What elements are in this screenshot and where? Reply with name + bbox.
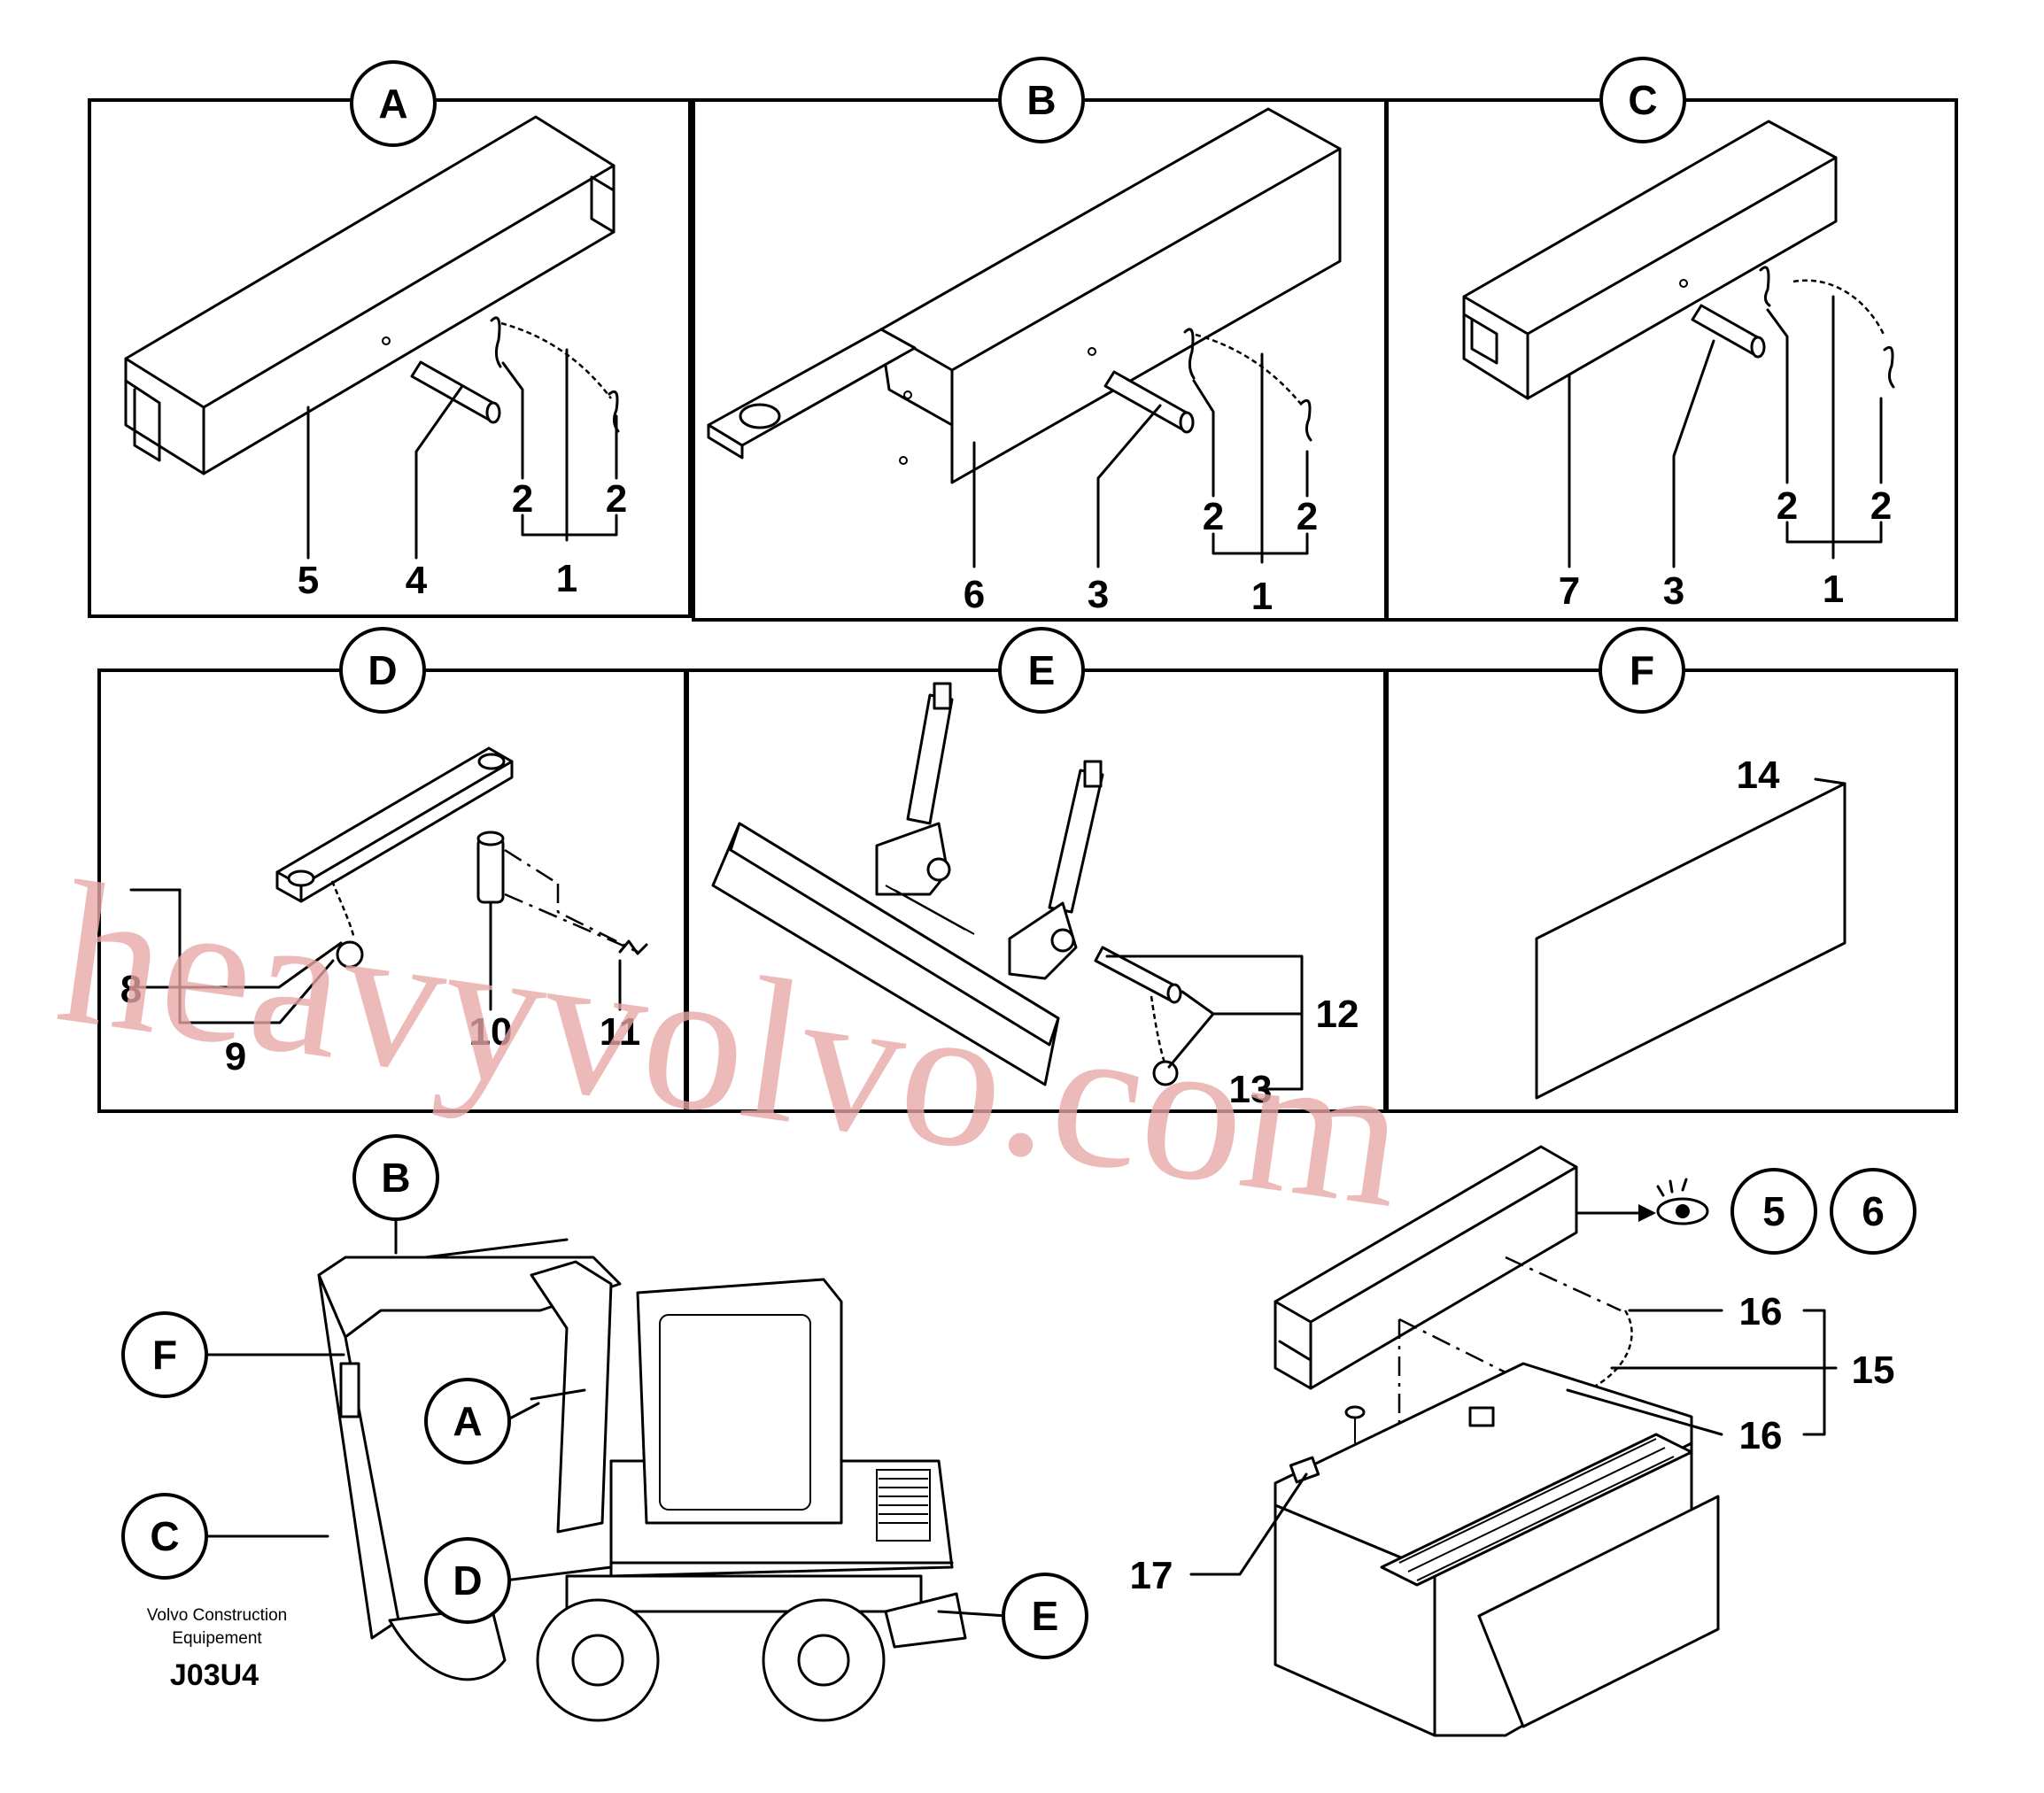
part-number-8: 8 — [120, 968, 142, 1011]
part-number-10: 10 — [469, 1010, 513, 1054]
part-number-4: 4 — [406, 559, 428, 602]
part-number-3: 3 — [1088, 573, 1109, 616]
part-number-2: 2 — [1870, 484, 1892, 528]
overview-callout-c: C — [150, 1513, 179, 1559]
panel-label-d: D — [368, 647, 397, 693]
panel-label-c: C — [1628, 77, 1657, 123]
overview-callout-e: E — [1032, 1593, 1059, 1639]
part-number-9: 9 — [225, 1035, 246, 1078]
panel-label-f: F — [1630, 647, 1654, 693]
detail-callout-6: 6 — [1862, 1188, 1885, 1234]
credit-line-2: Equipement — [172, 1629, 262, 1648]
part-number-16: 16 — [1739, 1290, 1783, 1333]
panel-d: 8 9 10 11 D — [97, 627, 687, 1113]
drawing-code: J03U4 — [170, 1658, 259, 1692]
panel-b: 6 3 2 2 1 B — [692, 57, 1388, 622]
part-number-2: 2 — [512, 477, 533, 521]
excavator-overview: B F A C D E Volvo Construction Equipemen… — [121, 1134, 1088, 1722]
part-number-2: 2 — [1203, 495, 1224, 538]
part-number-5: 5 — [298, 559, 319, 602]
part-number-2: 2 — [1777, 484, 1798, 528]
part-number-6: 6 — [964, 573, 985, 616]
overview-callout-a: A — [453, 1398, 482, 1444]
part-number-16: 16 — [1739, 1414, 1783, 1457]
storage-detail: 5 6 16 15 16 17 — [1130, 1145, 1916, 1737]
overview-callout-d: D — [453, 1557, 482, 1604]
part-number-2: 2 — [606, 477, 627, 521]
part-number-1: 1 — [1823, 568, 1844, 611]
part-number-15: 15 — [1852, 1349, 1895, 1392]
panel-label-e: E — [1028, 647, 1056, 693]
part-number-17: 17 — [1130, 1554, 1173, 1597]
part-number-1: 1 — [1251, 575, 1273, 618]
part-number-14: 14 — [1737, 754, 1780, 797]
panel-label-a: A — [378, 81, 407, 127]
panel-label-b: B — [1026, 77, 1056, 123]
part-number-1: 1 — [556, 557, 577, 600]
part-number-3: 3 — [1663, 569, 1684, 613]
overview-callout-b: B — [381, 1155, 410, 1201]
panel-c: 7 3 2 2 1 C — [1385, 57, 1958, 622]
panel-f: 14 F — [1385, 627, 1958, 1113]
part-number-13: 13 — [1229, 1068, 1273, 1111]
panel-e: 12 13 E — [685, 627, 1387, 1113]
watermark: heavyvolvo.com — [47, 839, 1417, 1250]
part-number-12: 12 — [1316, 993, 1359, 1036]
panel-a: 5 4 2 2 1 A — [88, 60, 692, 618]
overview-callout-f: F — [152, 1332, 177, 1378]
part-number-2: 2 — [1297, 495, 1318, 538]
part-number-7: 7 — [1559, 569, 1580, 613]
credit-line-1: Volvo Construction — [147, 1606, 287, 1625]
part-number-11: 11 — [600, 1010, 641, 1054]
detail-callout-5: 5 — [1762, 1188, 1785, 1234]
